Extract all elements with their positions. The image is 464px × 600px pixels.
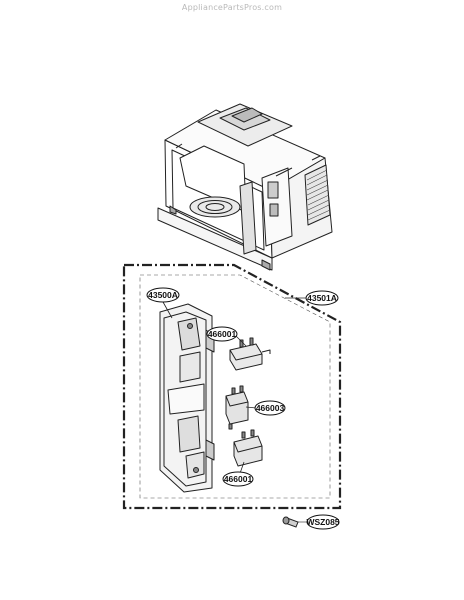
- switch-lower-drawing: [233, 429, 263, 467]
- part-label-WSZ085: WSZ085: [306, 514, 340, 530]
- part-label-43501A: 43501A: [305, 290, 339, 306]
- part-label-43500A: 43500A: [146, 287, 180, 303]
- switch-middle-drawing: [225, 385, 249, 430]
- part-label-466001-upper: 466001: [206, 326, 238, 342]
- part-label-466001-lower: 466001: [222, 471, 254, 487]
- svg-text:43500A: 43500A: [148, 290, 178, 300]
- watermark: AppliancePartsPros.com: [181, 3, 283, 12]
- interlock-bracket-drawing: [159, 303, 215, 493]
- microwave-cavity-drawing: [157, 103, 333, 271]
- svg-text:466001: 466001: [208, 329, 237, 339]
- svg-text:43501A: 43501A: [307, 293, 337, 303]
- assembly-boundary: [122, 263, 342, 510]
- svg-text:466003: 466003: [256, 403, 285, 413]
- part-label-466003: 466003: [254, 400, 286, 416]
- svg-text:466001: 466001: [224, 474, 253, 484]
- switch-upper-drawing: [229, 337, 271, 371]
- screw-drawing: [282, 516, 308, 528]
- svg-text:WSZ085: WSZ085: [306, 517, 339, 527]
